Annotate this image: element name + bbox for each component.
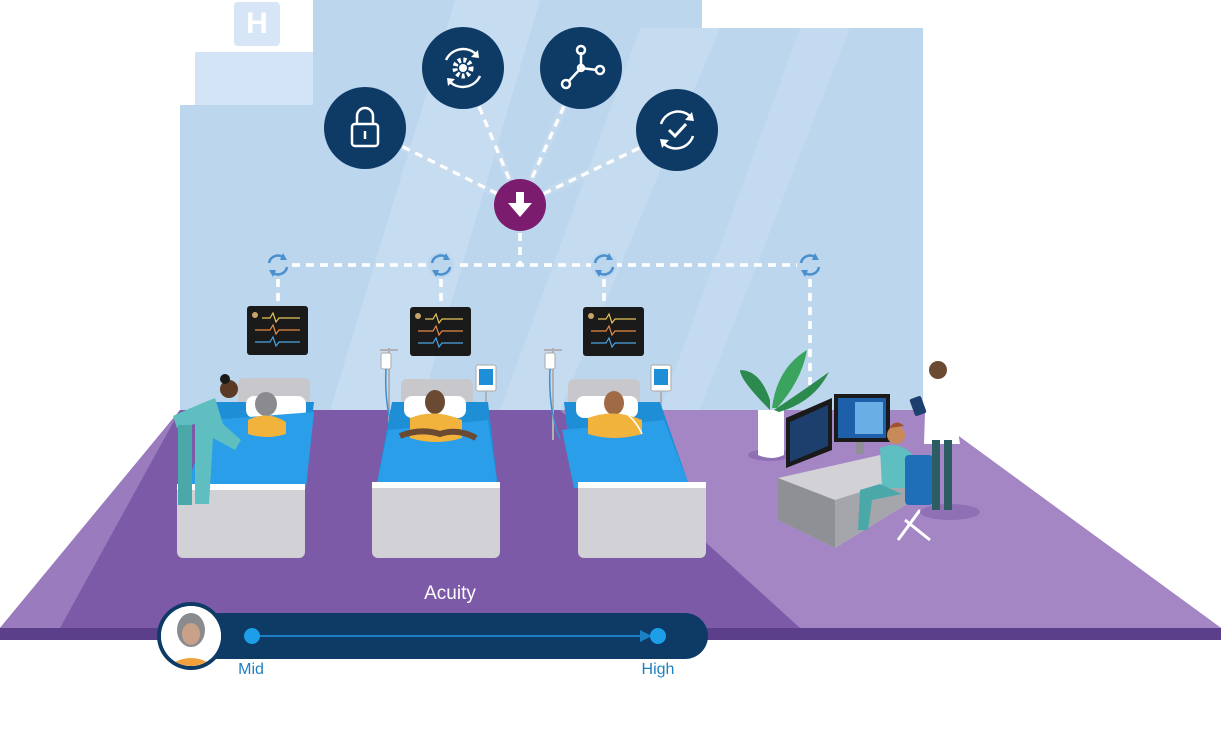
vital-signs-monitor xyxy=(583,307,644,356)
sync-icon xyxy=(591,252,617,278)
acuity-title: Acuity xyxy=(424,583,476,604)
download-arrow-icon xyxy=(494,179,546,231)
potted-plant xyxy=(740,350,829,461)
iv-pole xyxy=(544,348,562,440)
nurse xyxy=(173,374,241,505)
gear-sync-icon xyxy=(422,27,504,109)
sync-icon xyxy=(265,252,291,278)
sync-icon xyxy=(797,252,823,278)
acuity-scale xyxy=(195,613,708,659)
network-icon xyxy=(540,27,622,109)
patient-2 xyxy=(398,390,478,442)
vital-signs-monitor xyxy=(410,307,471,356)
patient-avatar xyxy=(157,602,225,670)
patient-1 xyxy=(248,392,286,437)
acuity-high-label: High xyxy=(641,661,675,678)
lock-icon xyxy=(324,87,406,169)
dual-monitors xyxy=(786,394,890,468)
acuity-mid-label: Mid xyxy=(238,661,264,678)
acuity-high-dot xyxy=(650,628,666,644)
check-sync-icon xyxy=(636,89,718,171)
hospital-sign xyxy=(234,2,280,46)
vital-signs-monitor xyxy=(247,306,308,355)
seated-clinician xyxy=(858,422,933,542)
standing-doctor xyxy=(909,361,980,520)
hospital-sign-letter: H xyxy=(246,7,268,40)
patient-3 xyxy=(588,391,643,438)
acuity-mid-dot xyxy=(244,628,260,644)
sync-icon xyxy=(428,252,454,278)
